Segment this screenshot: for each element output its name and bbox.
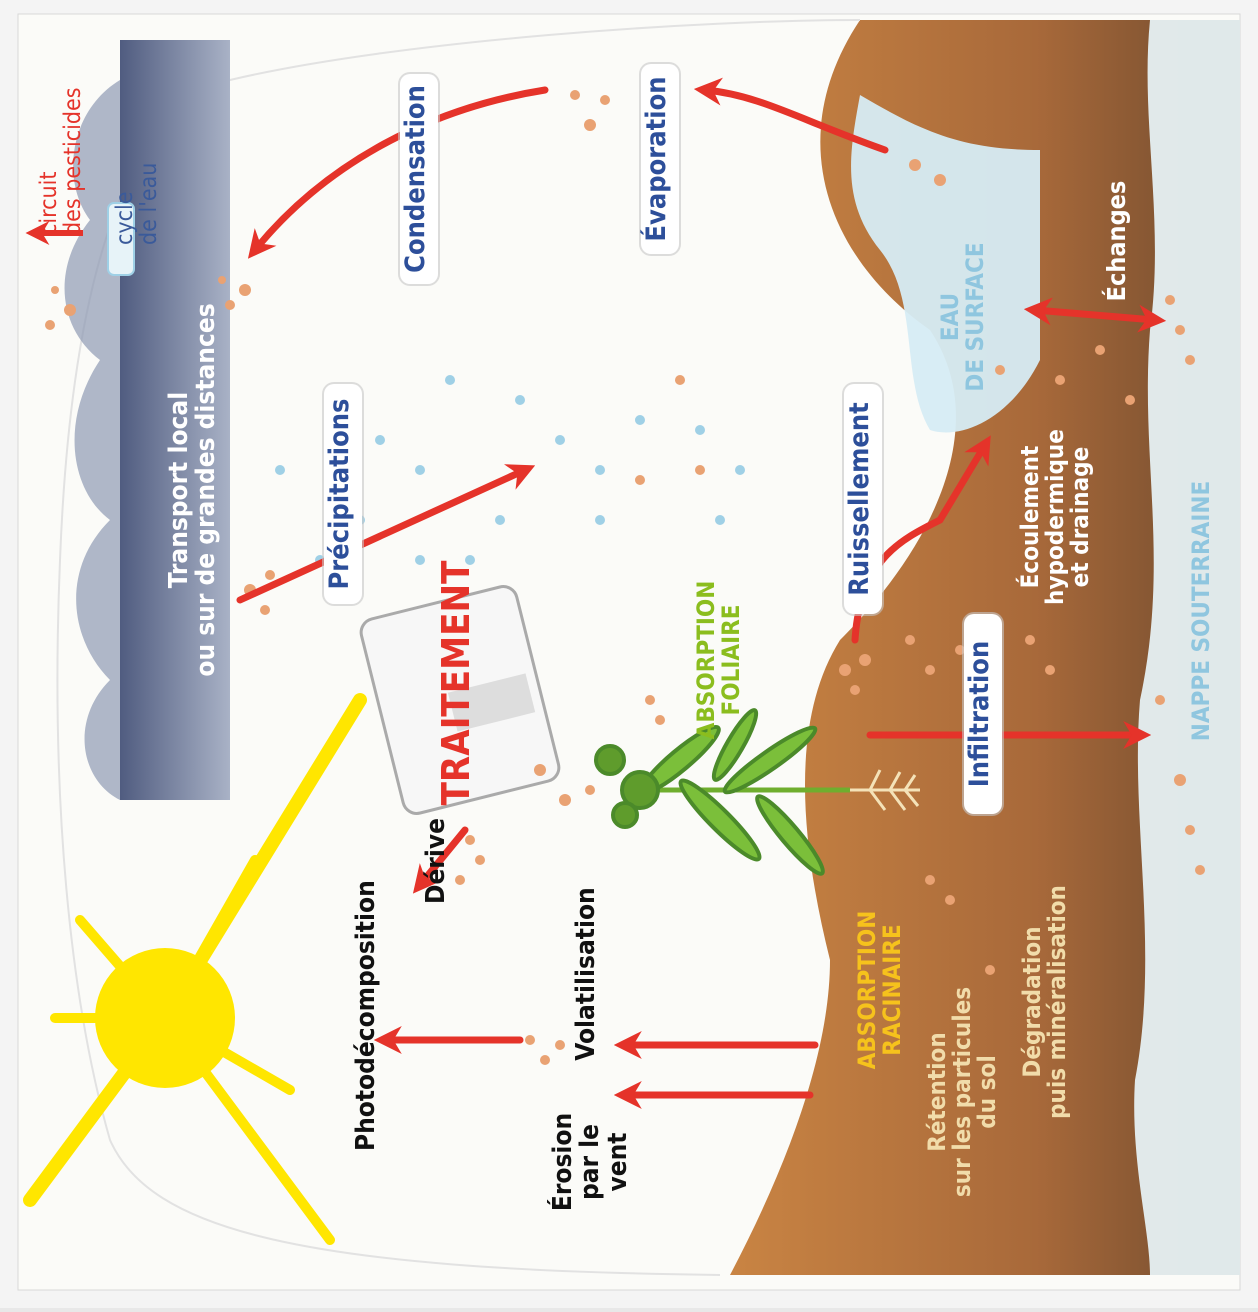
ecoulement-label: Écoulement hypodermique et drainage: [1018, 427, 1112, 607]
degradation-label: Dégradation puis minéralisation: [1020, 877, 1084, 1127]
volatilisation-label: Volatilisation: [573, 884, 605, 1064]
precipitations-label: Précipitations: [324, 384, 362, 604]
legend-water-label: cycle de l'eau: [113, 95, 173, 245]
traitement-label: TRAITEMENT: [437, 553, 483, 813]
erosion-label: Érosion par le vent: [550, 1097, 614, 1227]
ruissellement-label: Ruissellement: [844, 384, 882, 614]
nappe-label: NAPPE SOUTERRAINE: [1189, 451, 1221, 771]
surface-water-label: EAU DE SURFACE: [938, 242, 1002, 392]
infiltration-label: Infiltration: [964, 614, 1002, 814]
absorption-foliaire-label: ABSORPTION FOLIAIRE: [694, 565, 754, 755]
retention-label: Rétention sur les particules du sol: [925, 967, 1019, 1217]
legend-pesticides-label: circuit des pesticides: [37, 65, 97, 235]
echanges-label: Échanges: [1104, 176, 1136, 306]
evaporation-label: Évaporation: [641, 64, 679, 254]
photodecomposition-label: Photodécomposition: [353, 881, 385, 1151]
condensation-label: Condensation: [400, 74, 438, 284]
absorption-racinaire-label: ABSORPTION RACINAIRE: [855, 890, 915, 1090]
transport-label: Transport local ou sur de grandes distan…: [166, 280, 236, 700]
derive-label: Dérive: [423, 806, 455, 916]
